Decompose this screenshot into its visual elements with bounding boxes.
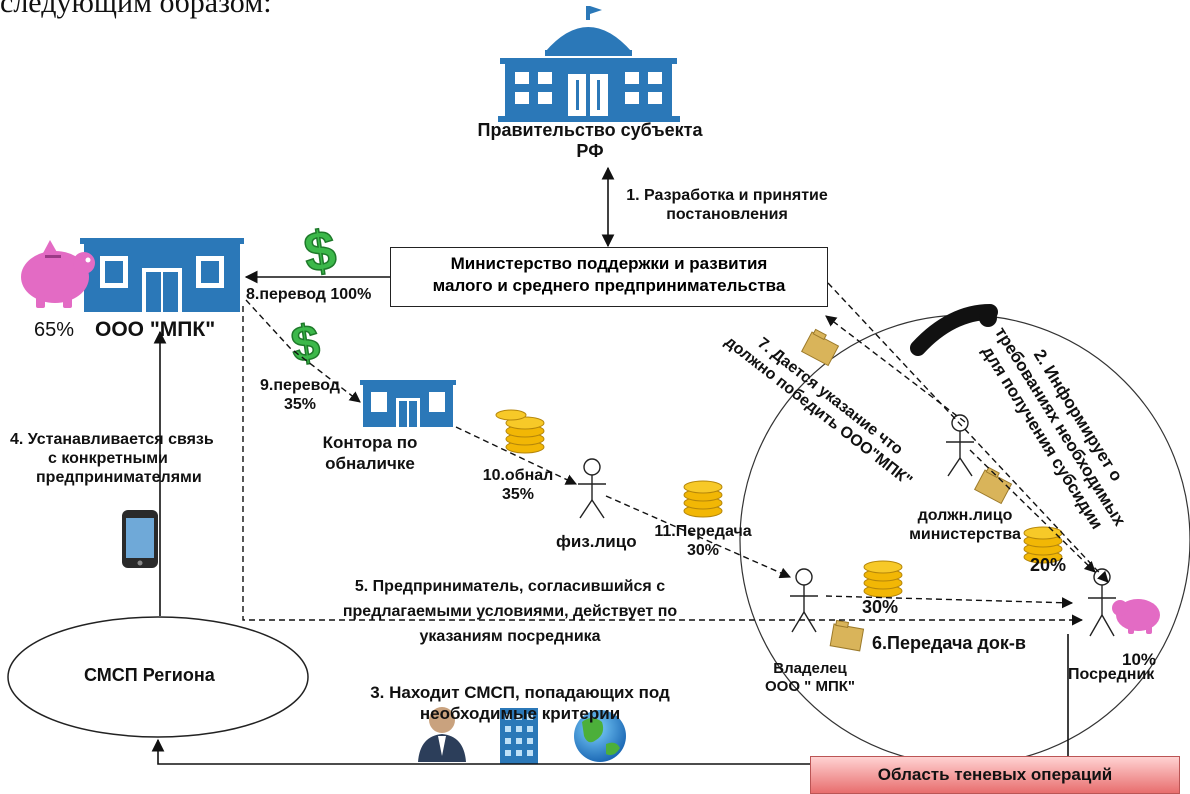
mpk-share: 65%: [34, 319, 75, 341]
mediator-label: Посредник: [1068, 666, 1155, 683]
skyscraper-icon: [500, 708, 538, 764]
person-icon: [578, 458, 606, 519]
phone-icon: [122, 510, 158, 568]
arrow-pass-30: [605, 495, 792, 579]
folder-icon: [973, 466, 1013, 505]
arrow-owner-mediator: [825, 595, 1074, 609]
businessman-icon: [418, 707, 466, 762]
arrow-inform: [827, 282, 1109, 583]
smsp-ellipse: [7, 616, 309, 738]
piggy-bank-icon: [21, 240, 95, 308]
arrow-transfer-35: [245, 299, 361, 403]
pct-30-label: 30%: [862, 597, 899, 617]
arrow-cashout: [455, 426, 578, 485]
header-fragment: следующим образом:: [0, 0, 272, 19]
smsp-label: СМСП Региона: [84, 665, 215, 685]
step4-label: 4. Устанавливается связь с конкретными п…: [10, 431, 214, 486]
globe-icon: [574, 710, 626, 762]
mediator-share: 10%: [1122, 650, 1157, 669]
dollar-icon: $: [300, 217, 340, 284]
person-icon: [946, 414, 974, 477]
question-mark-icon: [910, 304, 998, 356]
piggy-bank-icon: [1112, 599, 1160, 634]
person-icon: [1088, 568, 1116, 637]
arrow-instruction: [825, 315, 966, 423]
phys-label: физ.лицо: [556, 532, 637, 551]
kontora-building-icon: [360, 380, 456, 427]
person-icon: [790, 568, 818, 633]
mpk-label: ООО "МПК": [95, 318, 216, 341]
arrow-official-mediator: [969, 449, 1096, 573]
step8-label: 8.перевод 100%: [246, 286, 372, 303]
pct-20-label: 20%: [1030, 555, 1067, 575]
step6-label: 6.Передача док-в: [872, 633, 1026, 653]
office-building-icon: [80, 238, 244, 312]
arrow-find-smsp: [151, 634, 1069, 765]
coins-icon: [495, 409, 545, 454]
folder-icon: [800, 328, 840, 367]
dollar-icon: $: [288, 314, 324, 373]
coins-icon: [683, 480, 723, 518]
coins-icon: [863, 560, 903, 598]
shadow-area-banner: Область теневых операций: [810, 756, 1180, 794]
folder-icon: [829, 619, 865, 652]
arrow-entrepreneur: [242, 306, 1084, 626]
